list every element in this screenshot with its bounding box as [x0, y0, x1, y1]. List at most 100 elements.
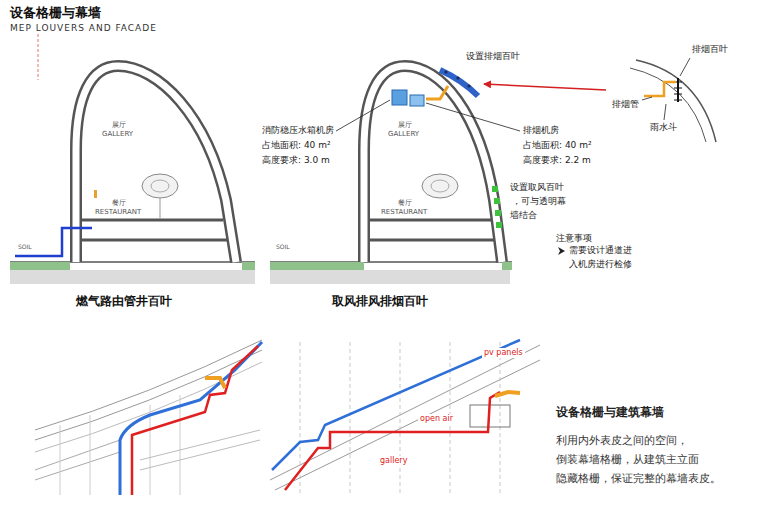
left-section-part — [82, 239, 227, 242]
louver-detail — [630, 58, 716, 142]
section-label: gallery — [378, 456, 409, 466]
louver-detail-part — [674, 94, 682, 95]
louver-note: 设置取风百叶 — [510, 182, 564, 193]
bottom-left-section-part — [180, 395, 181, 495]
middle-section-part — [426, 103, 520, 131]
middle-section-part — [364, 66, 502, 262]
middle-section-part — [492, 186, 498, 192]
body-text: 隐藏格栅，保证完整的幕墙表皮。 — [556, 472, 721, 485]
detail-label: 排烟管 — [612, 99, 639, 110]
room-name: GALLERY — [388, 130, 419, 138]
louver-detail-part — [674, 88, 682, 89]
middle-section-part — [426, 86, 448, 99]
body-text: 利用内外表皮之间的空间， — [556, 434, 688, 447]
ground-label: SOIL — [18, 243, 32, 250]
middle-section-part — [502, 262, 512, 270]
bottom-left-section-part — [132, 346, 258, 495]
louver-note: 设置排烟百叶 — [466, 51, 520, 62]
left-section — [10, 34, 255, 284]
bottom-middle-section-part — [350, 342, 351, 495]
left-section-part — [242, 262, 255, 270]
middle-section-part — [496, 222, 502, 228]
bottom-middle-section-part — [500, 342, 501, 495]
bottom-middle-section-part — [495, 392, 520, 396]
left-section-part — [151, 180, 169, 192]
room-name: 展厅 — [398, 121, 412, 129]
room-note: 占地面积: 40 m² — [262, 140, 331, 151]
room-name: RESTAURANT — [95, 208, 141, 216]
ground-label: SOIL — [276, 243, 290, 250]
note-heading: 注意事项 — [556, 233, 592, 244]
room-note: 排烟机房 — [523, 125, 559, 136]
middle-section-part — [364, 66, 502, 262]
bottom-middle-section-part — [285, 392, 500, 490]
middle-section-part — [494, 198, 500, 204]
room-name: 餐厅 — [398, 199, 412, 207]
middle-section-part — [336, 100, 390, 131]
panel-caption: 燃气路由管井百叶 — [76, 294, 172, 308]
left-section-part — [38, 34, 39, 80]
left-section-part — [76, 66, 236, 262]
middle-section-part — [370, 219, 491, 222]
middle-section-part — [270, 262, 364, 270]
detail-label: 排烟百叶 — [692, 44, 728, 55]
room-note: 消防稳压水箱机房 — [262, 125, 334, 136]
louver-detail-part — [674, 100, 682, 101]
room-name: 餐厅 — [112, 199, 126, 207]
middle-section — [270, 66, 606, 284]
middle-section-part — [392, 90, 407, 105]
left-section-part — [10, 270, 255, 284]
bottom-middle-section — [270, 340, 540, 495]
louver-detail-part — [644, 82, 676, 96]
room-note: 高度要求: 2.2 m — [523, 155, 591, 166]
subtitle: MEP LOUVERS AND FACADE — [10, 23, 157, 34]
left-section-part — [82, 219, 223, 222]
bottom-left-section-part — [120, 342, 262, 495]
louver-note: ，可与透明幕 — [512, 196, 566, 207]
louver-detail-part — [630, 68, 706, 142]
bottom-left-section-part — [35, 350, 262, 440]
page-title: 设备格栅与幕墙 — [10, 5, 101, 21]
left-section-part — [94, 190, 97, 198]
middle-section-part — [431, 180, 449, 192]
left-section-part — [142, 174, 178, 198]
left-section-part — [76, 66, 236, 262]
bottom-middle-section-part — [272, 340, 520, 470]
bottom-left-section — [35, 340, 262, 495]
middle-section-part — [456, 76, 459, 79]
detail-label: 雨水斗 — [650, 122, 677, 133]
left-section-part — [160, 198, 161, 219]
louver-detail-part — [664, 104, 666, 120]
middle-section-part — [444, 70, 447, 73]
louver-detail-part — [680, 58, 690, 76]
bottom-left-section-part — [35, 452, 120, 480]
middle-section-part — [270, 270, 510, 284]
louver-detail-part — [642, 97, 652, 100]
room-note: 占地面积: 40 m² — [523, 140, 592, 151]
middle-section-part — [370, 239, 494, 242]
panel-caption: 取风排风排烟百叶 — [332, 294, 428, 308]
section-label: open air — [418, 414, 455, 424]
middle-section-part — [422, 174, 458, 198]
left-section-part — [10, 262, 70, 270]
middle-section-part — [558, 247, 565, 255]
bottom-left-section-part — [60, 425, 61, 495]
room-name: GALLERY — [102, 130, 133, 138]
room-name: 展厅 — [112, 121, 126, 129]
louver-detail-part — [636, 60, 716, 142]
left-section-part — [15, 228, 92, 256]
bottom-middle-section-part — [270, 345, 540, 480]
middle-section-part — [467, 84, 470, 87]
middle-section-part — [410, 95, 424, 106]
bottom-left-section-part — [205, 378, 225, 388]
room-note: 高度要求: 3.0 m — [262, 155, 330, 166]
note-text: 需要设计通道进入机房进行检修 — [569, 244, 635, 271]
bottom-middle-section-part — [400, 342, 401, 495]
bottom-left-section-part — [150, 405, 151, 495]
bottom-left-section-part — [90, 415, 91, 495]
middle-section-part — [484, 84, 606, 90]
louver-note: 墙结合 — [510, 210, 537, 221]
body-text: 倒装幕墙格栅，从建筑主立面 — [556, 453, 699, 466]
